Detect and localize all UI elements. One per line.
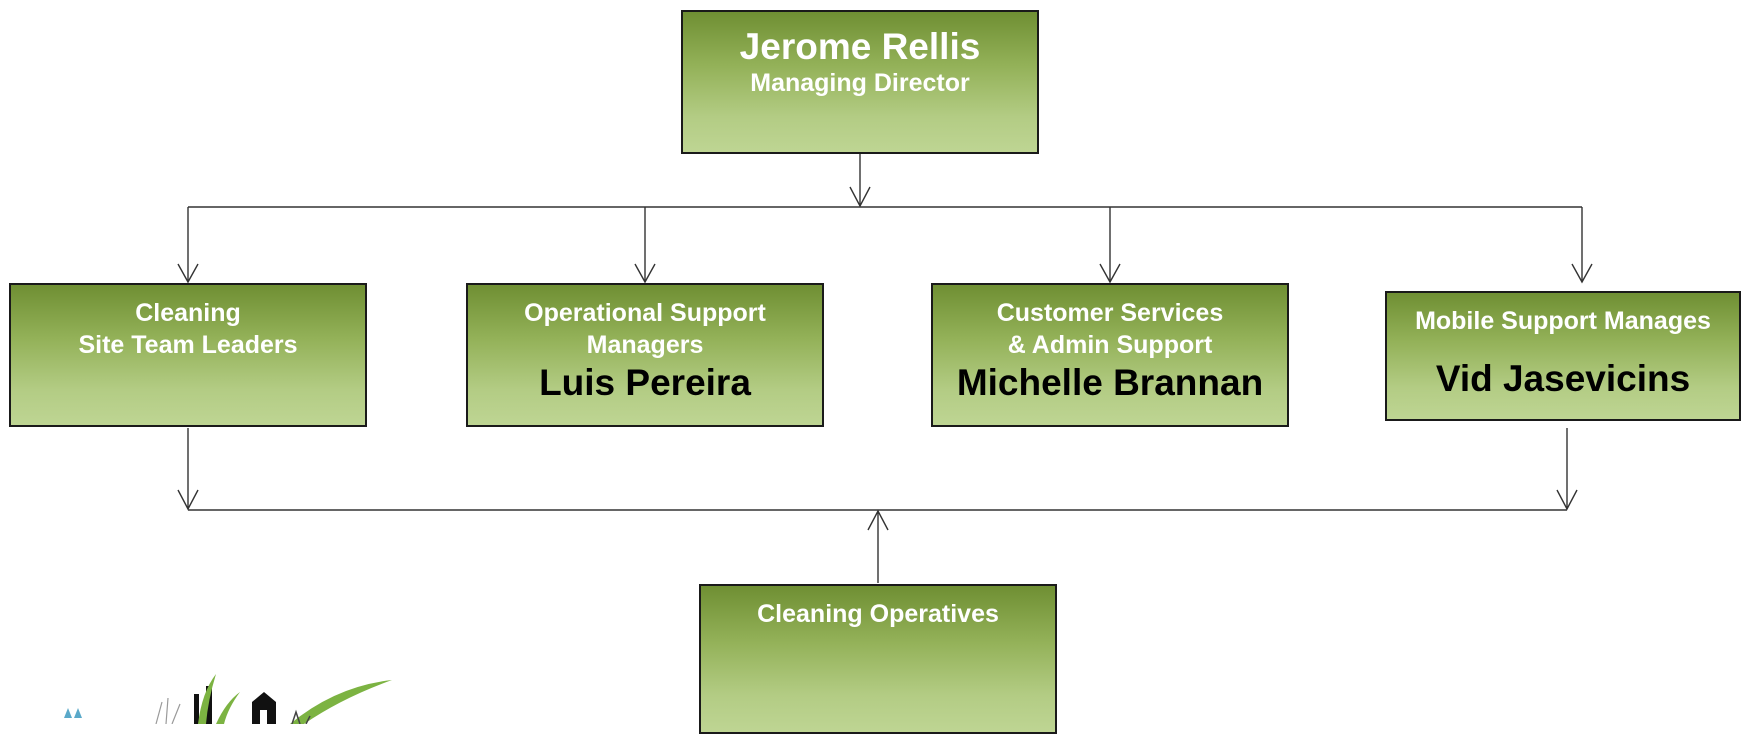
arrowhead-drop-1: [177, 263, 199, 284]
department-person: Luis Pereira: [539, 362, 751, 403]
arrowhead-drop-4: [1571, 263, 1593, 284]
arrowhead-operatives: [867, 509, 889, 531]
arrowhead-lower-left: [177, 489, 199, 511]
arrowhead-director: [849, 186, 871, 208]
director-box: Jerome Rellis Managing Director: [681, 10, 1039, 154]
department-person: Vid Jasevicins: [1435, 358, 1691, 399]
operatives-box: Cleaning Operatives: [699, 584, 1057, 734]
arrowhead-drop-2: [634, 263, 656, 284]
director-role: Managing Director: [750, 69, 970, 97]
department-box-mobile-support: Mobile Support Manages Vid Jasevicins: [1385, 291, 1741, 421]
department-title: Operational Support Managers: [524, 299, 766, 359]
logo-graphic: [64, 674, 392, 724]
department-box-customer-services: Customer Services & Admin Support Michel…: [931, 283, 1289, 427]
department-box-operational-support: Operational Support Managers Luis Pereir…: [466, 283, 824, 427]
director-name: Jerome Rellis: [739, 26, 981, 67]
operatives-title: Cleaning Operatives: [757, 600, 999, 628]
department-title: Mobile Support Manages: [1415, 307, 1711, 335]
department-person: Michelle Brannan: [956, 362, 1264, 403]
arrowhead-drop-3: [1099, 263, 1121, 284]
arrowhead-lower-right: [1556, 489, 1578, 511]
department-box-cleaning-site-team-leaders: Cleaning Site Team Leaders: [9, 283, 367, 427]
department-title: Customer Services & Admin Support: [996, 299, 1224, 359]
department-title: Cleaning Site Team Leaders: [78, 299, 298, 359]
